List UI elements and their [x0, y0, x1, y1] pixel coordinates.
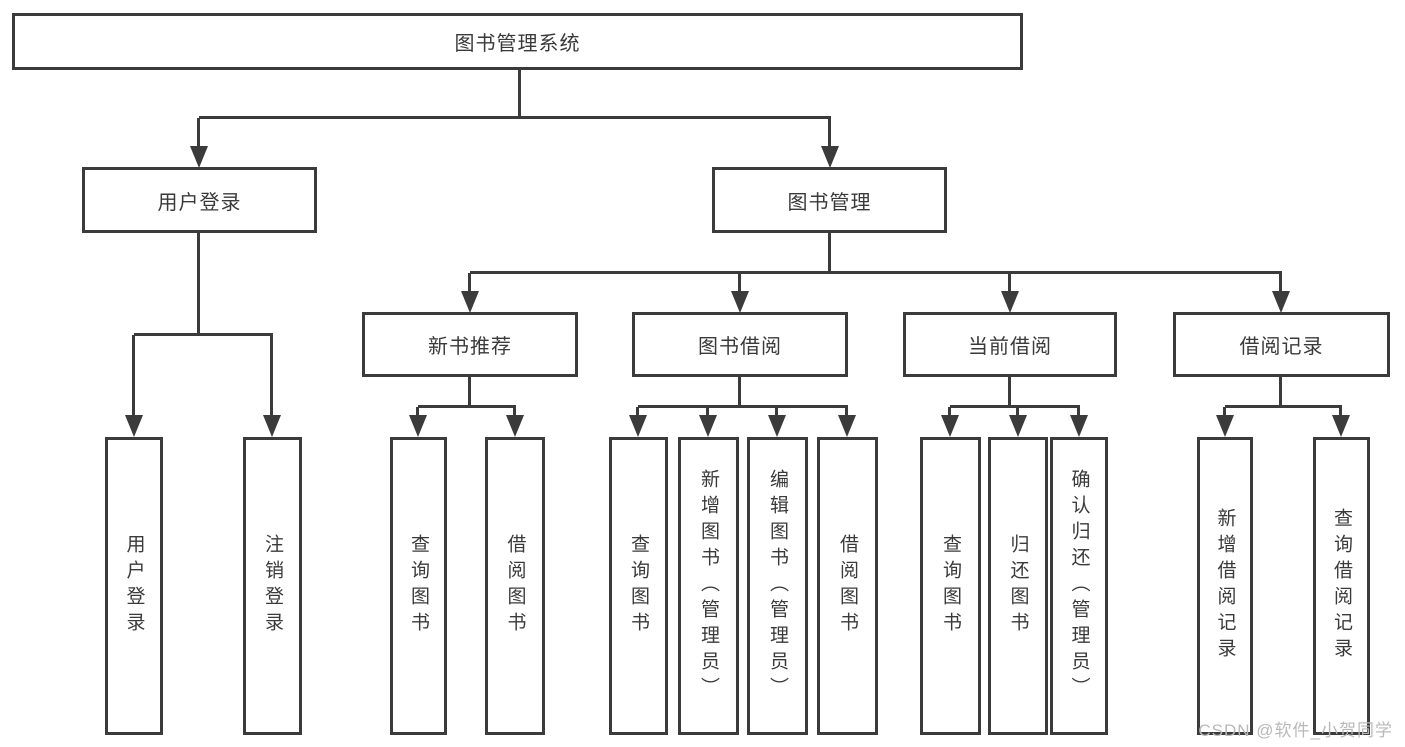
connector-current-borrow-stem [1008, 377, 1011, 407]
leaf-borrow-borrow-book-label: 借阅图书 [837, 534, 858, 638]
arrow-to-rec-borrow-book [506, 407, 524, 437]
arrow-to-cb-query-book [941, 407, 959, 437]
connector-recommend-stem [468, 377, 471, 407]
connector-book-borrow-stem [738, 377, 741, 407]
connector-borrow-records-branch [1225, 405, 1342, 408]
leaf-borrow-edit-book-admin: 编辑图书（管理员） [747, 437, 808, 735]
csdn-watermark: CSDN @软件_小贺同学 [1198, 721, 1393, 740]
arrow-to-bb-edit-book [768, 407, 786, 437]
connector-book-borrow-branch [638, 405, 848, 408]
leaf-borrow-add-book-admin: 新增图书（管理员） [678, 437, 739, 735]
arrow-to-cb-return-book [1009, 407, 1027, 437]
connector-borrow-records-stem [1279, 377, 1282, 407]
node-library-system-label: 图书管理系统 [454, 33, 581, 55]
connector-book-management-stem [828, 233, 831, 273]
node-book-borrow: 图书借阅 [632, 312, 848, 377]
node-new-book-recommend: 新书推荐 [362, 312, 578, 377]
leaf-current-confirm-return-admin-label: 确认归还（管理员） [1068, 469, 1090, 703]
leaf-recommend-borrow-book: 借阅图书 [485, 437, 545, 735]
connector-user-login-branch [134, 333, 273, 336]
leaf-borrow-query-book-label: 查询图书 [628, 534, 649, 638]
leaf-recommend-borrow-book-label: 借阅图书 [504, 534, 526, 638]
arrow-to-leaf-logout [263, 335, 281, 437]
arrow-to-new-book-recommend [461, 273, 479, 313]
arrow-to-borrow-records [1272, 273, 1290, 313]
leaf-borrow-edit-book-admin-label: 编辑图书（管理员） [767, 469, 788, 703]
node-book-management-label: 图书管理 [787, 191, 872, 214]
node-book-borrow-label: 图书借阅 [698, 336, 782, 358]
connector-book-management-branch [470, 271, 1282, 274]
connector-root-stem [518, 68, 521, 118]
leaf-current-return-book: 归还图书 [988, 437, 1048, 735]
connector-current-borrow-branch [950, 405, 1080, 408]
leaf-borrow-add-book-admin-label: 新增图书（管理员） [698, 469, 719, 703]
leaf-borrow-borrow-book: 借阅图书 [817, 437, 878, 735]
leaf-user-login-label: 用户登录 [123, 534, 145, 638]
arrow-to-user-login [190, 118, 208, 168]
leaf-recommend-query-book: 查询图书 [390, 437, 447, 735]
leaf-borrow-query-book: 查询图书 [609, 437, 668, 735]
leaf-user-login: 用户登录 [105, 437, 163, 735]
node-current-borrow: 当前借阅 [903, 312, 1117, 377]
leaf-current-query-book-label: 查询图书 [940, 534, 961, 638]
arrow-to-bb-add-book [699, 407, 717, 437]
leaf-current-confirm-return-admin: 确认归还（管理员） [1050, 437, 1108, 735]
node-user-login: 用户登录 [82, 167, 317, 233]
connector-user-login-stem [197, 233, 200, 335]
arrow-to-book-borrow [731, 273, 749, 313]
leaf-records-query-record-label: 查询借阅记录 [1331, 508, 1352, 664]
arrow-to-cb-confirm-return [1070, 407, 1088, 437]
node-book-management: 图书管理 [712, 167, 947, 233]
arrow-to-book-management [821, 118, 839, 168]
node-borrow-records-label: 借阅记录 [1239, 336, 1324, 358]
leaf-logout-label: 注销登录 [262, 534, 283, 638]
leaf-logout: 注销登录 [243, 437, 302, 735]
arrow-to-current-borrow [1001, 273, 1019, 313]
node-library-system: 图书管理系统 [12, 13, 1023, 70]
node-user-login-label: 用户登录 [157, 191, 242, 214]
arrow-to-bb-query-book [629, 407, 647, 437]
arrow-to-br-query-record [1332, 407, 1350, 437]
arrow-to-rec-query-book [409, 407, 427, 437]
connector-recommend-branch [418, 405, 516, 408]
leaf-records-query-record: 查询借阅记录 [1313, 437, 1370, 735]
arrow-to-leaf-user-login [125, 335, 143, 437]
leaf-records-add-record: 新增借阅记录 [1197, 437, 1253, 735]
leaf-current-return-book-label: 归还图书 [1007, 534, 1029, 638]
leaf-recommend-query-book-label: 查询图书 [408, 534, 429, 638]
node-new-book-recommend-label: 新书推荐 [428, 336, 512, 358]
connector-root-branch [199, 116, 831, 119]
node-borrow-records: 借阅记录 [1173, 312, 1390, 377]
arrow-to-br-add-record [1216, 407, 1234, 437]
leaf-records-add-record-label: 新增借阅记录 [1214, 508, 1236, 664]
leaf-current-query-book: 查询图书 [920, 437, 981, 735]
arrow-to-bb-borrow-book [838, 407, 856, 437]
node-current-borrow-label: 当前借阅 [968, 336, 1052, 358]
